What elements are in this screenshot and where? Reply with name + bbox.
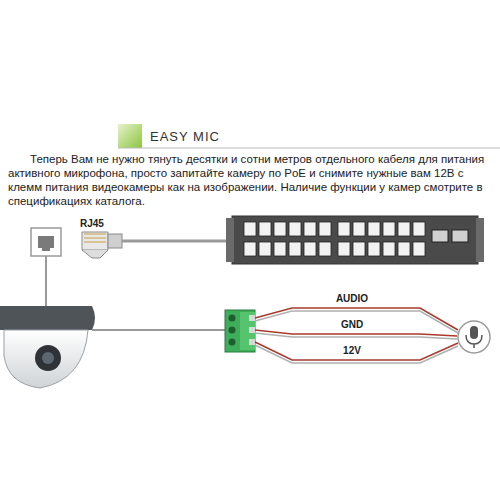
switch-port xyxy=(319,242,331,256)
rj45-contacts xyxy=(84,234,106,242)
terminal-screw xyxy=(229,339,236,346)
rj45-boot xyxy=(108,234,122,248)
switch-port xyxy=(304,242,316,256)
switch-ports xyxy=(244,222,425,256)
signal-name: GND xyxy=(339,319,365,330)
rack-ear xyxy=(476,218,484,262)
switch-port xyxy=(413,242,425,256)
terminal-block xyxy=(225,310,255,352)
section-title: EASY MIC xyxy=(150,129,220,144)
mic-wires xyxy=(255,308,458,363)
power-cable xyxy=(92,329,226,331)
signal-name: AUDIO xyxy=(334,293,370,304)
switch-port xyxy=(259,242,271,256)
header-mark xyxy=(118,124,142,148)
switch-port xyxy=(398,242,410,256)
rj45-plug xyxy=(82,232,108,250)
network-cable xyxy=(122,240,236,243)
port-socket xyxy=(38,236,54,251)
gnd-wire xyxy=(255,330,457,336)
signal-name: 12V xyxy=(341,345,363,356)
switch-port xyxy=(244,242,256,256)
header-rule xyxy=(118,148,500,149)
switch-port xyxy=(338,222,350,236)
switch-port xyxy=(304,222,316,236)
sfp-port xyxy=(432,230,448,242)
switch-port xyxy=(383,242,395,256)
v12-wire-shadow xyxy=(255,345,458,363)
switch-port xyxy=(289,242,301,256)
switch-port xyxy=(368,222,380,236)
switch-port xyxy=(244,222,256,236)
switch-port xyxy=(274,222,286,236)
description-text: Теперь Вам не нужно тянуть десятки и сот… xyxy=(8,152,492,208)
rack-ear xyxy=(226,218,234,262)
switch-port xyxy=(289,222,301,236)
terminal-face xyxy=(240,312,255,350)
switch-port xyxy=(319,222,331,236)
switch-port xyxy=(338,242,350,256)
switch-port xyxy=(274,242,286,256)
sfp-port xyxy=(452,230,468,242)
switch-port xyxy=(259,222,271,236)
camera-dome xyxy=(4,330,88,388)
microphone xyxy=(458,321,490,353)
terminal-hole xyxy=(249,327,255,333)
switch-port xyxy=(383,222,395,236)
gnd-wire-shadow xyxy=(255,333,457,339)
poe-switch xyxy=(232,216,478,264)
switch-port xyxy=(353,242,365,256)
terminal-hole xyxy=(249,339,255,345)
mic-capsule xyxy=(470,326,478,339)
camera-lens xyxy=(35,345,61,371)
terminal-screw xyxy=(229,315,236,322)
terminal-hole xyxy=(249,315,255,321)
connector-label: RJ45 xyxy=(80,218,104,229)
rj45-latch xyxy=(82,250,108,258)
switch-port xyxy=(413,222,425,236)
port-icon xyxy=(31,228,61,256)
camera-lens-glass xyxy=(42,352,54,364)
v12-wire xyxy=(255,342,458,360)
switch-port xyxy=(398,222,410,236)
terminal-screw xyxy=(229,327,236,334)
camera-cable xyxy=(45,256,47,306)
audio-wire-shadow xyxy=(255,311,458,333)
switch-port xyxy=(353,222,365,236)
camera-housing xyxy=(0,306,95,330)
switch-port xyxy=(368,242,380,256)
mic-stand xyxy=(466,335,482,348)
